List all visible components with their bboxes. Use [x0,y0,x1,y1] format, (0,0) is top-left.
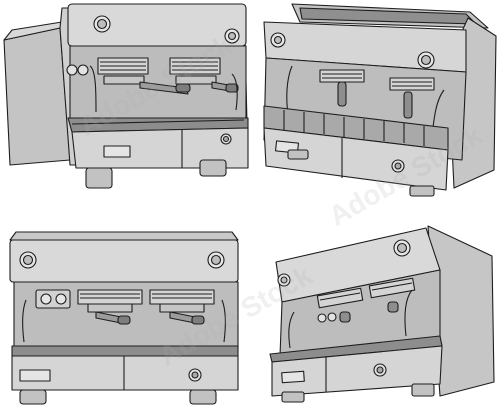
machine-view-front-right-low [269,225,495,403]
machine-view-front [9,231,239,405]
machine-view-front-left [3,3,249,189]
machine-view-front-right-top [263,3,497,197]
